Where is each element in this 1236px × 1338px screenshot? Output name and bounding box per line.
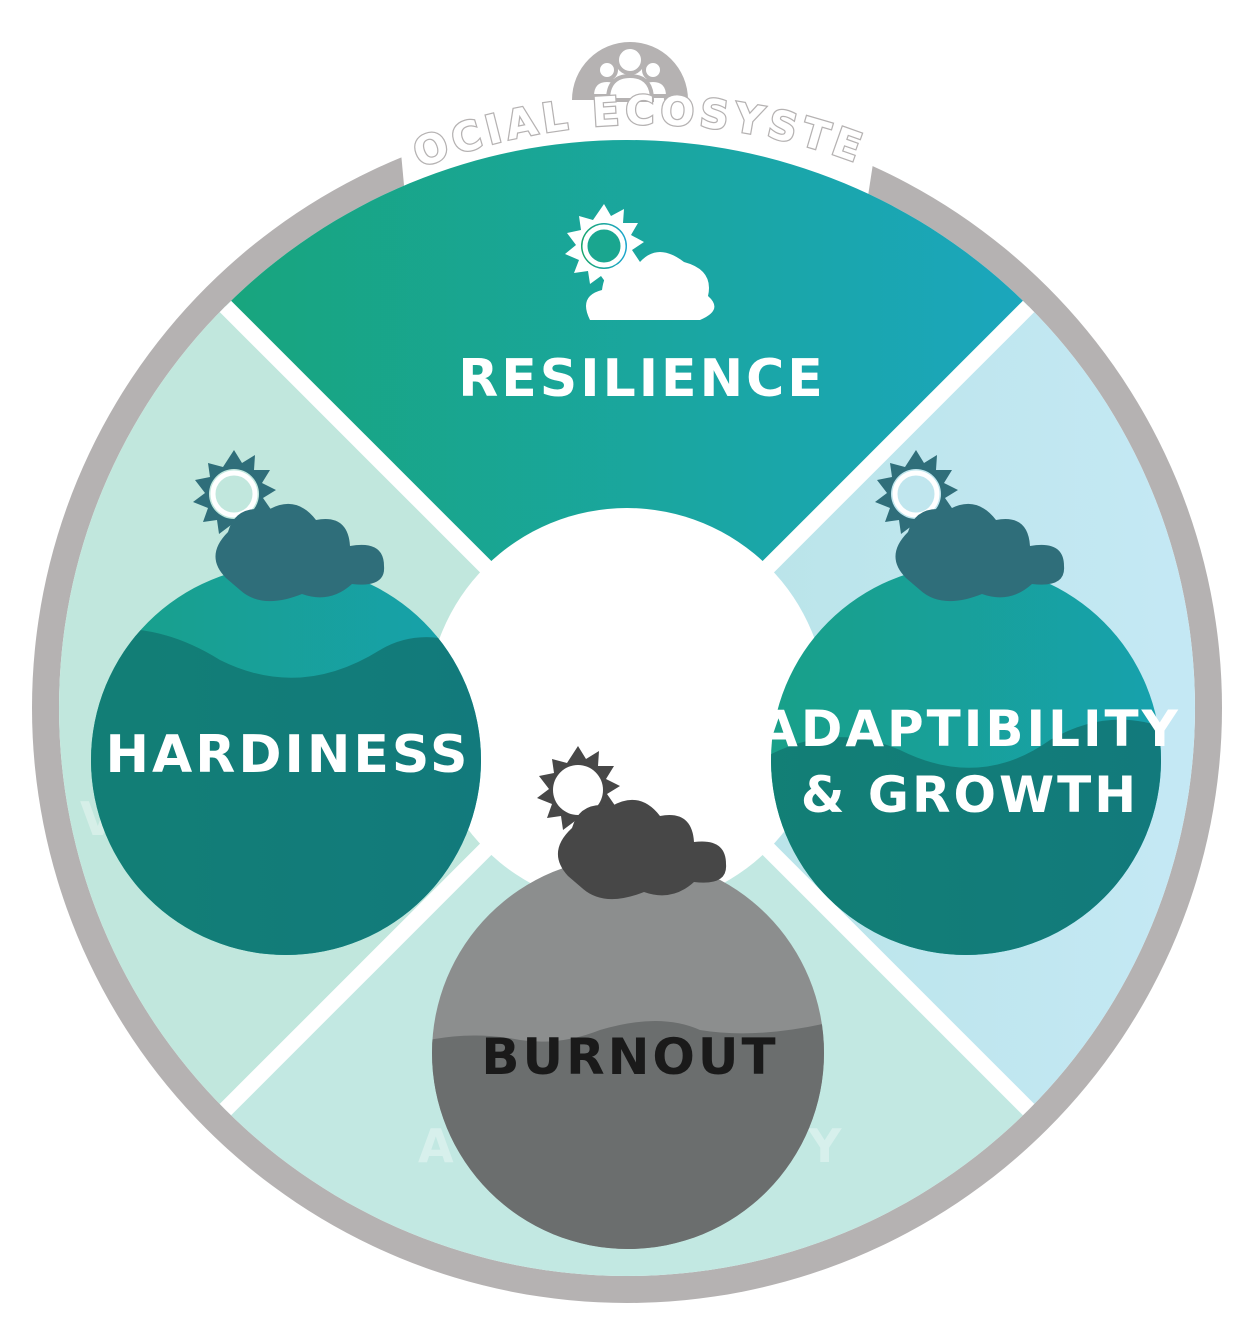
sun-cloud-icon: [875, 450, 1065, 602]
hardiness-label: HARDINESS: [106, 725, 471, 785]
resilience-label: RESILIENCE: [458, 349, 826, 409]
faded-letter: Y: [807, 1119, 844, 1173]
hardiness-ball: [91, 565, 481, 955]
adaptibility-growth-ball: [771, 565, 1161, 955]
burnout-ball: [432, 857, 824, 1249]
adaptibility-label: ADAPTIBILITY: [759, 700, 1181, 758]
sun-cloud-icon: [537, 746, 727, 900]
people-group-icon: [572, 42, 688, 130]
burnout-label: BURNOUT: [481, 1028, 778, 1086]
resilience-quadrant: [59, 140, 1195, 708]
sun-cloud-icon: [193, 450, 385, 602]
sun-cloud-icon: [565, 204, 715, 320]
growth-label: & GROWTH: [801, 766, 1139, 824]
center-circle: [427, 508, 827, 908]
